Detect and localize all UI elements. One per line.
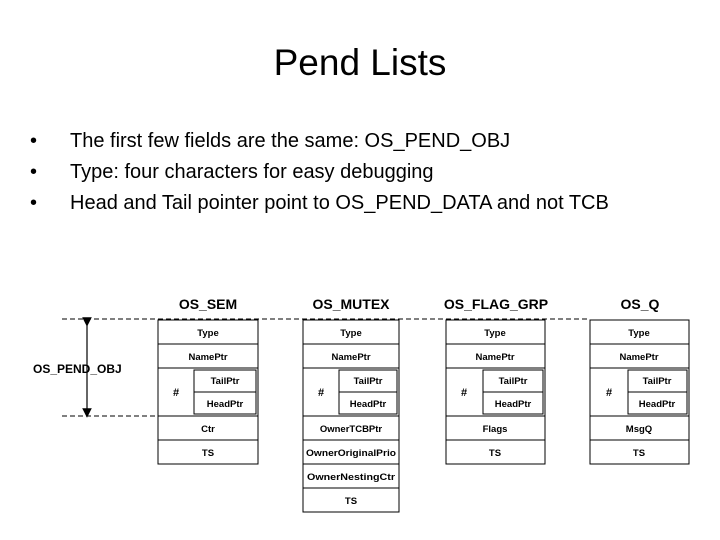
field-hash: # [318,387,324,399]
field-extra: MsgQ [626,424,652,435]
field-headptr: HeadPtr [350,399,387,410]
field-nameptr: NamePtr [475,352,514,363]
field-nameptr: NamePtr [619,352,658,363]
field-tailptr: TailPtr [211,376,240,387]
field-headptr: HeadPtr [207,399,244,410]
field-extra: Flags [483,424,508,435]
field-type: Type [628,328,649,339]
struct-os-flag-grp: OS_FLAG_GRP Type NamePtr # TailPtr HeadP… [444,296,548,465]
field-hash: # [606,387,612,399]
bullet-item: • Head and Tail pointer point to OS_PEND_… [30,188,609,219]
bullet-list: • The first few fields are the same: OS_P… [30,126,609,219]
struct-title: OS_Q [621,296,660,312]
field-tailptr: TailPtr [499,376,528,387]
field-hash: # [173,387,179,399]
bullet-item: • Type: four characters for easy debuggin… [30,157,609,188]
field-headptr: HeadPtr [495,399,532,410]
bullet-dot: • [30,161,38,183]
pend-obj-annotation: OS_PEND_OBJ [33,362,122,376]
field-extra: Ctr [201,424,215,435]
field-extra: OwnerOriginalPrio [306,448,396,459]
field-hash: # [461,387,467,399]
bullet-text: Type: four characters for easy debugging [70,161,434,183]
field-extra: OwnerNestingCtr [307,472,395,483]
struct-title: OS_FLAG_GRP [444,296,548,312]
field-tailptr: TailPtr [643,376,672,387]
bullet-dot: • [30,192,38,214]
field-extra: TS [202,448,214,459]
field-tailptr: TailPtr [354,376,383,387]
struct-os-mutex: OS_MUTEX Type NamePtr # TailPtr HeadPtr … [302,296,400,513]
bullet-item: • The first few fields are the same: OS_P… [30,126,609,157]
field-nameptr: NamePtr [331,352,370,363]
field-extra: TS [345,496,357,507]
field-extra: TS [633,448,645,459]
slide-title: Pend Lists [273,42,447,83]
field-extra: OwnerTCBPtr [320,424,383,435]
field-extra: TS [489,448,501,459]
bullet-text: Head and Tail pointer point to OS_PEND_D… [70,192,609,214]
field-type: Type [340,328,361,339]
struct-title: OS_MUTEX [312,296,390,312]
bullet-dot: • [30,130,38,152]
field-headptr: HeadPtr [639,399,676,410]
struct-os-q: OS_Q Type NamePtr # TailPtr HeadPtr MsgQ… [589,296,690,465]
struct-os-sem: OS_SEM Type NamePtr # TailPtr HeadPtr Ct… [157,296,259,465]
field-type: Type [484,328,505,339]
struct-title: OS_SEM [179,296,237,312]
field-nameptr: NamePtr [188,352,227,363]
field-type: Type [197,328,218,339]
bullet-text: The first few fields are the same: OS_PE… [70,130,511,152]
